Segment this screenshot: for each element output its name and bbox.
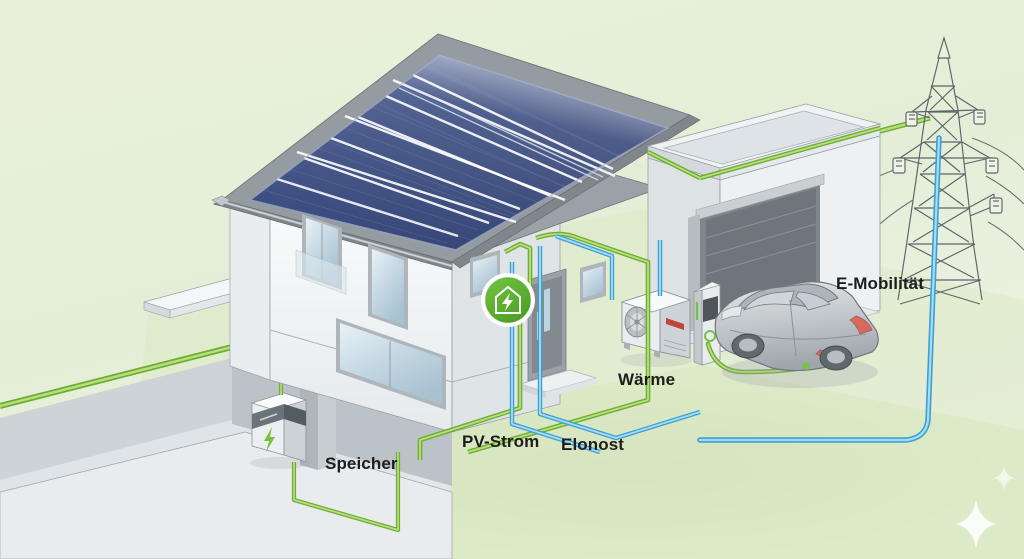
solar-panel-array xyxy=(248,54,670,251)
balcony-railing xyxy=(295,249,347,295)
window-side-small-2 xyxy=(580,261,606,303)
front-door xyxy=(527,268,567,382)
label-waerme: Wärme xyxy=(618,370,676,389)
sparkle-decorations xyxy=(956,466,1014,548)
window-upper-right xyxy=(368,244,408,330)
energy-management-badge[interactable] xyxy=(481,273,535,327)
electric-car xyxy=(714,281,879,388)
battery-storage-unit xyxy=(250,392,310,469)
label-pv-strom: PV-Strom xyxy=(462,432,540,451)
label-elonost: Elonost xyxy=(561,435,625,454)
sparkle-icon xyxy=(956,500,996,548)
label-e-mobilitaet: E-Mobilität xyxy=(836,274,924,293)
foreground-ground xyxy=(0,540,420,559)
wallbox-charger[interactable] xyxy=(693,281,721,366)
pv-green-line-network xyxy=(417,231,651,460)
grid-feed-line-blue xyxy=(697,135,942,443)
label-speicher: Speicher xyxy=(325,454,398,473)
window-ground-large xyxy=(336,318,446,410)
house-bolt-icon xyxy=(495,285,521,314)
sparkle-icon-small xyxy=(994,466,1014,490)
heat-pump-unit xyxy=(620,289,692,367)
